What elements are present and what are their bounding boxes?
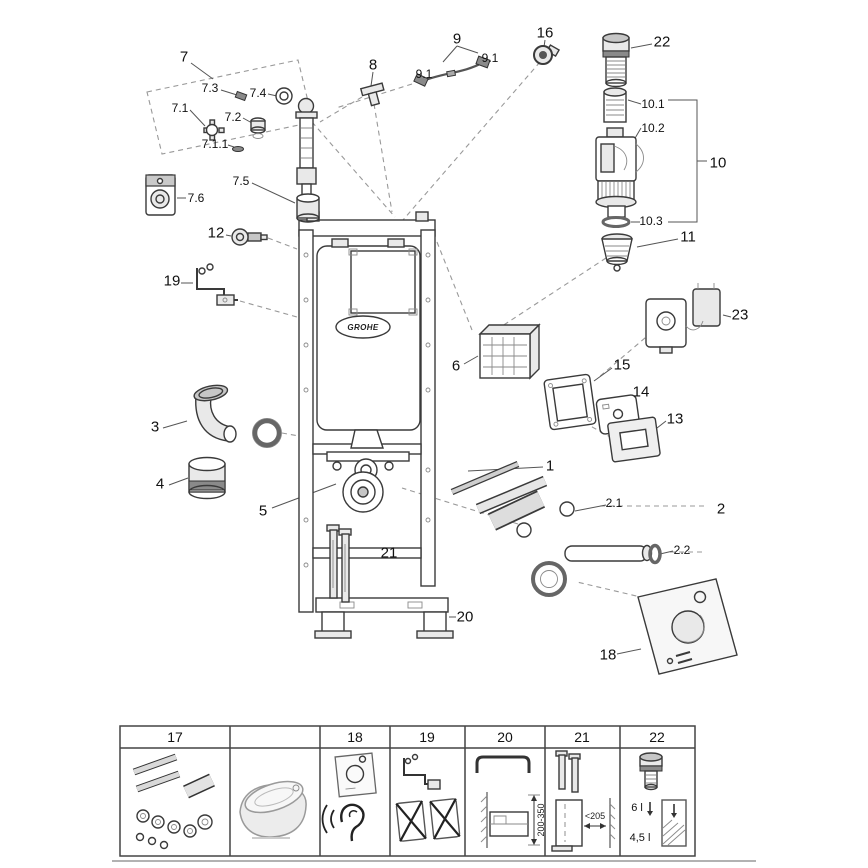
part-label-9-1a: 9.1: [415, 67, 433, 81]
gasket-ring: [252, 418, 282, 448]
part-5-outlet-fixing: [326, 451, 410, 513]
part-label-7-2: 7.2: [224, 110, 242, 124]
dimension-205: <205: [584, 811, 606, 821]
part-4-sleeve: [188, 456, 226, 500]
part-20-floor-base: [314, 597, 454, 639]
part-label-7-5: 7.5: [232, 174, 250, 188]
part-16-connector: [533, 44, 561, 65]
no-impact-tool-icon: [429, 798, 461, 840]
part-21-support-rods: [326, 524, 352, 603]
part-label-7-4: 7.4: [249, 86, 267, 100]
part-label-2-1: 2.1: [605, 496, 623, 510]
part-1-threaded-rods: [450, 461, 548, 515]
part-label-11: 11: [680, 228, 696, 246]
part-label-9-1b: 9.1: [481, 51, 499, 65]
full-flush-volume: 6 l: [631, 802, 643, 814]
sound-waves-icon: [321, 804, 335, 834]
eco-flush-volume: 4,5 l: [629, 832, 651, 844]
part-label-10-1: 10.1: [641, 97, 665, 111]
cistern: GROHE: [316, 238, 421, 449]
part-label-18: 18: [599, 646, 617, 664]
table-header-20: 20: [497, 729, 513, 745]
table-cell-18-sound-insulation: [321, 752, 377, 842]
part-15-mounting-frame: [543, 373, 597, 431]
part-label-7-6: 7.6: [187, 191, 205, 205]
part-8-bracket: [359, 82, 385, 107]
part-11-outlet-flange: [601, 233, 633, 272]
table-cell-17-fixing-set: [132, 753, 215, 850]
part-23-converter-set: [645, 283, 721, 354]
part-label-10-2: 10.2: [641, 121, 665, 135]
table-header-21: 21: [574, 729, 590, 745]
no-hammer-drill-icon: [395, 800, 427, 842]
ear-icon: [340, 803, 365, 842]
part-label-10: 10: [709, 154, 727, 172]
table-cell-20-support-bracket: [475, 755, 540, 848]
part-2-connection-set: [487, 490, 662, 597]
accessory-table: [119, 725, 696, 857]
table-header-17: 17: [167, 729, 183, 745]
part-label-21: 21: [380, 544, 398, 562]
part-19-wall-bracket: [196, 263, 238, 306]
part-label-2: 2: [716, 500, 726, 518]
part-label-3: 3: [150, 418, 160, 436]
part-label-7-1: 7.1: [171, 101, 189, 115]
part-9-hose: [413, 55, 491, 87]
part-13-flush-plate: [607, 416, 661, 463]
part-12-fitting: [231, 228, 268, 246]
part-label-14: 14: [632, 383, 650, 401]
part-label-15: 15: [613, 356, 631, 374]
part-label-12: 12: [207, 224, 225, 242]
grohe-logo: GROHE: [347, 323, 379, 332]
part-label-6: 6: [451, 357, 461, 375]
part-3-elbow-pipe: [193, 384, 237, 443]
part-label-7: 7: [179, 48, 189, 66]
part-label-13: 13: [666, 410, 684, 428]
part-label-23: 23: [731, 306, 749, 324]
part-label-1: 1: [545, 457, 555, 475]
table-header-22: 22: [649, 729, 665, 745]
dimension-200-350: 200-350: [536, 803, 546, 837]
part-label-5: 5: [258, 502, 268, 520]
part-label-7-3: 7.3: [201, 81, 219, 95]
part-label-22: 22: [653, 33, 671, 51]
part-label-16: 16: [536, 24, 554, 42]
leader-lines: [162, 39, 732, 655]
part-label-2-2: 2.2: [673, 543, 691, 557]
installation-frame: [298, 211, 436, 613]
part-label-8: 8: [368, 56, 378, 74]
part-7-5-cylinder: [296, 193, 320, 223]
table-cell-22-flush-volume: [639, 752, 687, 847]
part-7-small-parts: [203, 87, 293, 152]
part-label-20: 20: [456, 608, 474, 626]
table-cell-21-rod-set: [551, 750, 616, 852]
part-18-insulation-pad: [637, 578, 738, 675]
table-header-19: 19: [419, 729, 435, 745]
table-header-18: 18: [347, 729, 363, 745]
part-7-6-service-pack: [145, 174, 176, 216]
table-cell-wc-illustration: [239, 780, 307, 839]
part-10-flush-valve: [595, 87, 644, 228]
part-label-19: 19: [163, 272, 181, 290]
table-cell-19-bracket-set: [395, 753, 461, 842]
part-label-9: 9: [452, 30, 462, 48]
part-label-7-1-1: 7.1.1: [201, 137, 229, 151]
part-label-4: 4: [155, 475, 165, 493]
part-22-flush-bend: [602, 32, 630, 88]
part-label-10-3: 10.3: [639, 214, 663, 228]
part-7-fill-valve: [295, 97, 318, 197]
part-6-protection-box: [478, 323, 541, 380]
